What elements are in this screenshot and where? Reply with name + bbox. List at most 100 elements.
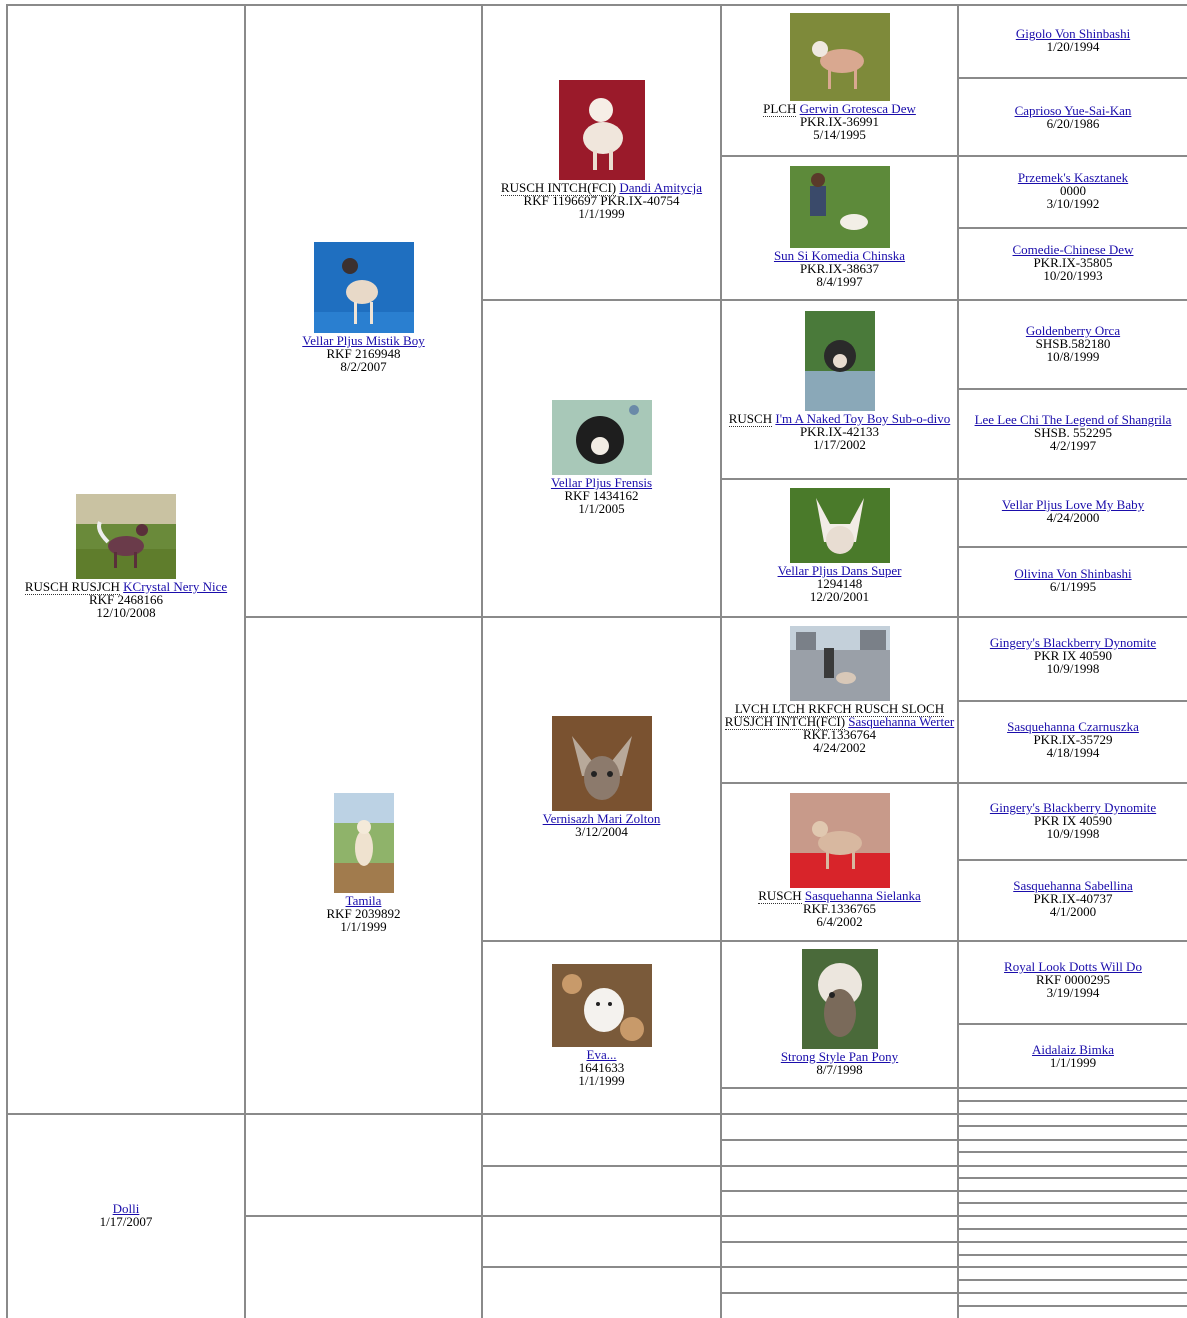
birth-date: 3/19/1994 bbox=[1046, 985, 1100, 1000]
grid-line bbox=[244, 1215, 1187, 1217]
dog-name-link[interactable]: Dandi Amitycja bbox=[619, 180, 703, 195]
dog-name-link[interactable]: Gingery's Blackberry Dynomite bbox=[989, 635, 1157, 650]
dog-name-link[interactable]: Vellar Pljus Frensis bbox=[550, 475, 653, 490]
pedigree-entry: Caprioso Yue-Sai-Kan 6/20/1986 bbox=[959, 104, 1187, 130]
grid-line bbox=[957, 1177, 1187, 1179]
dog-name-link[interactable]: Vellar Pljus Dans Super bbox=[777, 563, 902, 578]
birth-date: 1/1/2005 bbox=[578, 501, 625, 516]
grid-line bbox=[481, 299, 1187, 301]
grid-line bbox=[720, 4, 722, 1318]
birth-date: 10/9/1998 bbox=[1046, 826, 1100, 841]
dog-photo[interactable] bbox=[333, 793, 394, 893]
registration-number: 1641633 bbox=[578, 1060, 625, 1075]
dog-photo[interactable] bbox=[789, 13, 890, 101]
birth-date: 1/20/1994 bbox=[1046, 39, 1100, 54]
dog-name-link[interactable]: Gingery's Blackberry Dynomite bbox=[989, 800, 1157, 815]
dog-name-link[interactable]: Comedie-Chinese Dew bbox=[1012, 242, 1134, 257]
birth-date: 5/14/1995 bbox=[813, 127, 866, 142]
grid-line bbox=[957, 77, 1187, 79]
dog-name-link[interactable]: Sasquehanna Werter bbox=[848, 714, 955, 729]
dog-photo[interactable] bbox=[789, 626, 890, 701]
birth-date: 6/20/1986 bbox=[1046, 116, 1100, 131]
pedigree-entry: Przemek's Kasztanek 0000 3/10/1992 bbox=[959, 171, 1187, 210]
dog-photo[interactable] bbox=[804, 311, 875, 411]
dog-photo[interactable] bbox=[551, 400, 652, 475]
dog-name-link[interactable]: Goldenberry Orca bbox=[1025, 323, 1121, 338]
grid-line bbox=[957, 700, 1187, 702]
dog-name-link[interactable]: Sun Si Komedia Chinska bbox=[773, 248, 906, 263]
grid-line bbox=[481, 1266, 1187, 1268]
pedigree-entry: Goldenberry Orca SHSB.582180 10/8/1999 bbox=[959, 324, 1187, 363]
dog-name-link[interactable]: Vernisazh Mari Zolton bbox=[542, 811, 661, 826]
grid-line bbox=[6, 4, 8, 1318]
grid-line bbox=[957, 388, 1187, 390]
dog-name-link[interactable]: Aidalaiz Bimka bbox=[1032, 1042, 1114, 1057]
registration-number: 0000 bbox=[1060, 183, 1086, 198]
birth-date: 1/1/1999 bbox=[578, 206, 625, 221]
birth-date: 1/17/2007 bbox=[99, 1214, 153, 1229]
dog-photo[interactable] bbox=[558, 80, 645, 180]
grid-line bbox=[957, 1151, 1187, 1153]
dog-name-link[interactable]: I'm A Naked Toy Boy Sub-o-divo bbox=[775, 411, 951, 426]
registration-number: PKR.IX-35805 bbox=[1033, 255, 1113, 270]
grid-line bbox=[957, 1100, 1187, 1102]
grid-line bbox=[481, 4, 483, 1318]
dog-name-link[interactable]: Eva... bbox=[586, 1047, 617, 1062]
dog-photo[interactable] bbox=[76, 494, 176, 579]
registration-number: RKF 2468166 bbox=[88, 592, 164, 607]
pedigree-entry: Vellar Pljus Frensis RKF 1434162 1/1/200… bbox=[483, 400, 720, 515]
dog-name-link[interactable]: Olivina Von Shinbashi bbox=[1014, 566, 1132, 581]
title-abbr: RUSCH bbox=[758, 888, 802, 904]
registration-number: RKF.1336765 bbox=[803, 901, 876, 916]
grid-line bbox=[957, 859, 1187, 861]
dog-name-link[interactable]: Gerwin Grotesca Dew bbox=[799, 101, 916, 116]
birth-date: 10/9/1998 bbox=[1046, 661, 1100, 676]
dog-photo[interactable] bbox=[789, 166, 890, 248]
pedigree-entry: Olivina Von Shinbashi 6/1/1995 bbox=[959, 567, 1187, 593]
grid-line bbox=[720, 782, 1187, 784]
registration-number: PKR IX 40590 bbox=[1033, 813, 1112, 828]
registration-number: SHSB.582180 bbox=[1035, 336, 1111, 351]
dog-photo[interactable] bbox=[789, 488, 890, 563]
dog-name-link[interactable]: Przemek's Kasztanek bbox=[1017, 170, 1129, 185]
dog-name-link[interactable]: Dolli bbox=[112, 1201, 140, 1216]
pedigree-entry: Lee Lee Chi The Legend of Shangrila SHSB… bbox=[959, 413, 1187, 452]
grid-line bbox=[481, 1165, 1187, 1167]
pedigree-entry: Strong Style Pan Pony 8/7/1998 bbox=[722, 949, 957, 1076]
pedigree-entry: LVCH LTCH RKFCH RUSCH SLOCH RUSJCH INTCH… bbox=[722, 626, 957, 754]
dog-photo[interactable] bbox=[313, 242, 414, 333]
dog-name-link[interactable]: Royal Look Dotts Will Do bbox=[1004, 959, 1142, 974]
grid-line bbox=[720, 1292, 1187, 1294]
dog-name-link[interactable]: Sasquehanna Sielanka bbox=[804, 888, 921, 903]
dog-name-link[interactable]: Strong Style Pan Pony bbox=[780, 1049, 899, 1064]
grid-line bbox=[957, 1279, 1187, 1281]
dog-name-link[interactable]: Lee Lee Chi The Legend of Shangrila bbox=[974, 412, 1172, 427]
birth-date: 10/20/1993 bbox=[1043, 268, 1103, 283]
dog-name-link[interactable]: Sasquehanna Sabellina bbox=[1013, 878, 1133, 893]
registration-number: PKR IX 40590 bbox=[1033, 648, 1112, 663]
dog-photo[interactable] bbox=[551, 716, 652, 811]
dog-name-link[interactable]: Vellar Pljus Mistik Boy bbox=[302, 333, 425, 348]
grid-line bbox=[720, 155, 1187, 157]
dog-name-link[interactable]: KCrystal Nery Nice bbox=[123, 579, 228, 594]
dog-name-link[interactable]: Sasquehanna Czarnuszka bbox=[1007, 719, 1139, 734]
dog-photo[interactable] bbox=[789, 793, 890, 888]
birth-date: 8/2/2007 bbox=[340, 359, 387, 374]
title-abbr: RUSCH RUSJCH bbox=[24, 579, 120, 595]
birth-date: 1/1/1999 bbox=[1049, 1055, 1097, 1070]
registration-number: RKF.1336764 bbox=[803, 727, 876, 742]
pedigree-entry: Sun Si Komedia Chinska PKR.IX-38637 8/4/… bbox=[722, 166, 957, 288]
grid-line bbox=[957, 1023, 1187, 1025]
grid-line bbox=[720, 1190, 1187, 1192]
dog-photo[interactable] bbox=[801, 949, 878, 1049]
dog-name-link[interactable]: Gigolo Von Shinbashi bbox=[1015, 26, 1131, 41]
registration-number: SHSB. 552295 bbox=[1033, 425, 1113, 440]
dog-name-link[interactable]: Vellar Pljus Love My Baby bbox=[1001, 497, 1145, 512]
grid-line bbox=[481, 940, 1187, 942]
dog-name-link[interactable]: Tamila bbox=[345, 893, 382, 908]
grid-line bbox=[957, 4, 959, 1318]
dog-photo[interactable] bbox=[551, 964, 652, 1047]
birth-date: 4/2/1997 bbox=[1049, 438, 1097, 453]
pedigree-entry: PLCH Gerwin Grotesca Dew PKR.IX-36991 5/… bbox=[722, 13, 957, 141]
dog-name-link[interactable]: Caprioso Yue-Sai-Kan bbox=[1014, 103, 1132, 118]
